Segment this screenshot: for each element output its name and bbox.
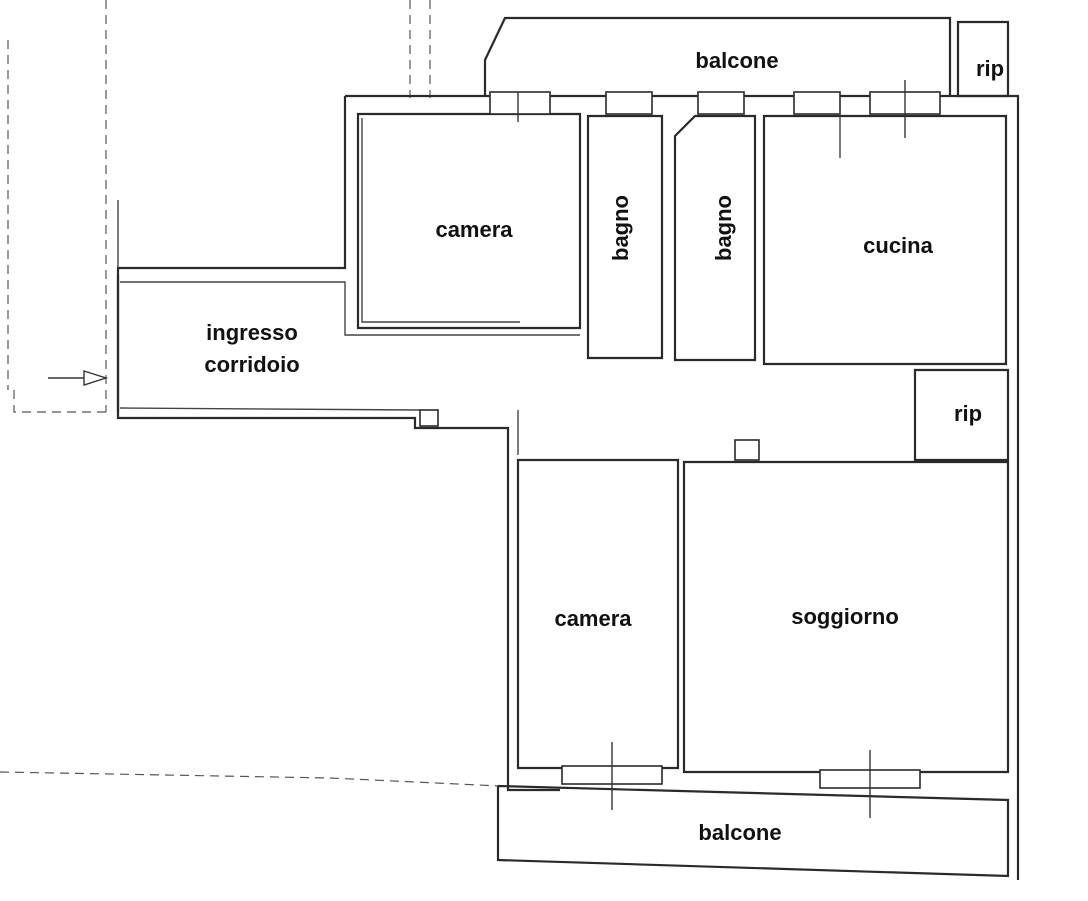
label-cucina: cucina — [863, 233, 933, 258]
label-bagno-1: bagno — [608, 195, 633, 261]
room-bagno-2 — [673, 114, 757, 362]
label-balcone-bottom: balcone — [698, 820, 781, 845]
corridor-walls — [119, 281, 580, 455]
label-ingresso: ingresso — [206, 320, 298, 345]
label-camera-bottom: camera — [554, 606, 632, 631]
label-camera-top: camera — [435, 217, 513, 242]
room-bagno-1 — [586, 114, 664, 360]
label-rip-top: rip — [976, 56, 1004, 81]
exterior-walls — [116, 94, 1020, 880]
external-boundary — [0, 0, 501, 787]
room-labels: balcone rip camera bagno bagno cucina in… — [204, 48, 1004, 845]
room-cucina — [762, 114, 1008, 366]
label-bagno-2: bagno — [711, 195, 736, 261]
room-camera-bottom — [516, 458, 680, 770]
label-rip-mid: rip — [954, 401, 982, 426]
room-soggiorno — [682, 460, 1010, 774]
entrance-arrow — [48, 370, 109, 386]
door-marks — [517, 80, 906, 818]
balcony-bottom — [496, 784, 1010, 878]
label-soggiorno: soggiorno — [791, 604, 899, 629]
label-balcone-top: balcone — [695, 48, 778, 73]
room-rip-mid — [913, 368, 1010, 462]
windows — [419, 91, 941, 789]
label-corridoio: corridoio — [204, 352, 299, 377]
